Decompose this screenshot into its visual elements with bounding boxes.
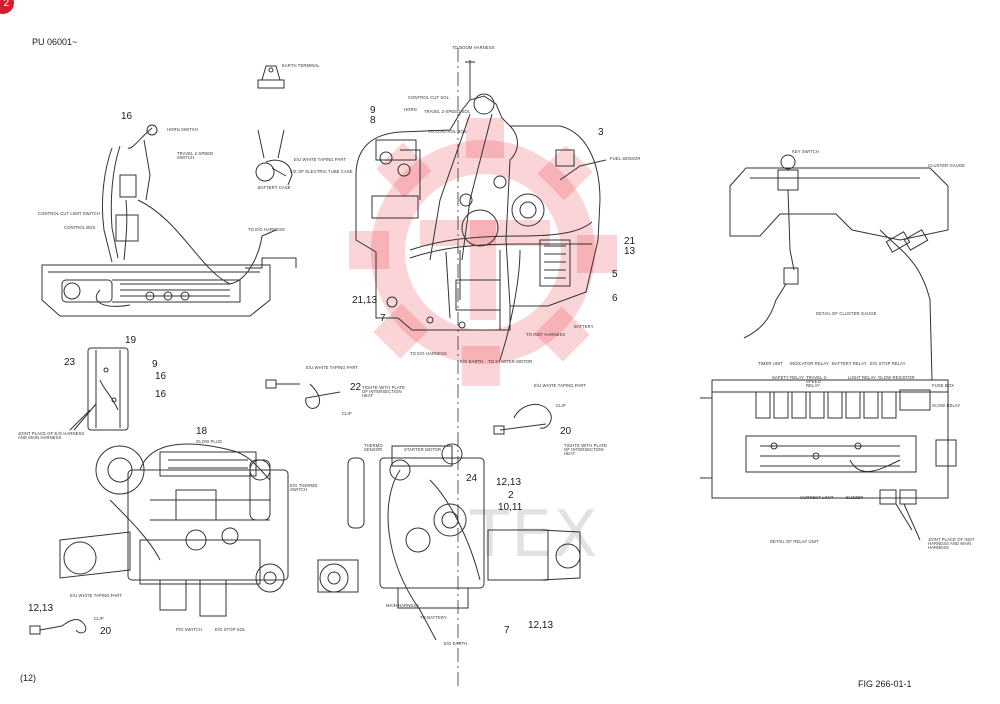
clip-label: CLIP	[342, 411, 352, 416]
battery-case-detail	[255, 129, 293, 186]
clip-detail-mid	[265, 379, 341, 409]
callout-12-13-right: 12,13	[496, 477, 522, 488]
engine-left-clip-label: CLIP	[94, 616, 104, 621]
to-control-box-label: TO CONTROL BOX	[428, 129, 467, 134]
starter-motor-label: STARTER MOTOR	[404, 447, 442, 452]
clip-right-taping-label: E/U WHITE TAPING PART	[534, 383, 587, 388]
glow-plug-label: GLOW PLUG	[196, 439, 223, 444]
callout-7: 7	[380, 313, 386, 324]
callout-22: 22	[350, 382, 362, 393]
callout-9: 9	[370, 105, 376, 116]
callout-12-13-left: 12,13	[28, 603, 54, 614]
clip-right-label: CLIP	[556, 403, 566, 408]
timer-unit-label: TIMER UNIT	[758, 361, 783, 366]
earth-terminal-label: EARTH TERMINAL	[282, 63, 320, 68]
to-boom-harness-label: TO BOOM HARNESS	[452, 45, 495, 50]
control-box-label: CONTROL BOX	[64, 225, 96, 230]
white-taping-label: E/U WHITE TAPING PART	[294, 157, 347, 162]
callout-23: 23	[64, 357, 76, 368]
travel-relay-label: TRAVEL 2-SPEED RELAY	[806, 375, 828, 389]
serial-range: PU 06001~	[32, 37, 78, 47]
horn-switch-label: HORN SWITCH	[167, 127, 199, 132]
eg-earth-right-label: E/G EARTH	[444, 641, 468, 646]
battery-relay-label: BATTERY RELAY	[832, 361, 867, 366]
eg-stop-relay-label: E/G STOP RELAY	[870, 361, 906, 366]
engine-left-taping-label: E/U WHITE TAPING PART	[70, 593, 123, 598]
callout-10-11: 10,11	[498, 502, 523, 513]
travel-switch-label: TRAVEL 2-SPEED SWITCH	[177, 151, 214, 161]
callout-9-left: 9	[152, 359, 158, 370]
detail-relay-label: DETAIL OF RELAY UNIT	[770, 539, 819, 544]
clip-detail-right	[493, 403, 552, 435]
watermark-text: TEX	[470, 498, 600, 572]
callout-20-right: 20	[560, 426, 572, 437]
earth-terminal-detail	[257, 65, 285, 89]
eg-stop-sol-label: E/G STOP SOL	[215, 627, 246, 632]
joint-place-label: JOINT PLACE OF E/G HARNESS AND MAIN HARN…	[18, 431, 85, 441]
eg-earth-label: E/G EARTH	[460, 359, 484, 364]
to-eg-harness-label: TO E/G HARNESS	[248, 227, 285, 232]
tube-case-label: FIX OF ELECTRIC TUBE CASE	[290, 169, 353, 174]
callout-12-13-bottom: 12,13	[528, 620, 554, 631]
control-cut-sol-label: CONTROL CUT SOL	[408, 95, 450, 100]
control-cut-limit-label: CONTROL CUT LIMIT SWITCH	[38, 211, 100, 216]
page-badge: 2	[0, 0, 14, 14]
callout-24: 24	[466, 473, 478, 484]
callout-16-left: 16	[155, 371, 167, 382]
fuse-box-label: FUSE BOX	[932, 383, 954, 388]
callout-20-left: 20	[100, 626, 112, 637]
thermo-sensor-label: THERMO SENSOR	[364, 443, 383, 453]
callout-6: 6	[612, 293, 618, 304]
buzzer-label: BUZZER	[846, 495, 864, 500]
figure-number: FIG 266-01-1	[858, 679, 912, 689]
callout-19: 19	[125, 335, 137, 346]
clip-tight-label: TIGHTE WITH PLATE OF INTERSECTION HEAT	[362, 385, 406, 399]
callout-21: 21	[624, 236, 636, 247]
clip-right-tight-label: TIGHTE WITH PLATE OF INTERSECTION HEAT	[564, 443, 608, 457]
indicator-relay-label: INDICATOR RELAY	[790, 361, 829, 366]
current-limit-label: CURRENT LIMIT	[800, 495, 834, 500]
callout-16-left-2: 16	[155, 389, 167, 400]
callout-16: 16	[121, 111, 133, 122]
callout-5: 5	[612, 269, 618, 280]
travel-sol-label: TRAVEL 2-SPEED SOL	[424, 109, 471, 114]
callout-2: 2	[508, 490, 514, 501]
callout-13: 13	[624, 246, 636, 257]
glow-relay-label: GLOW RELAY	[932, 403, 961, 408]
horn-label: HORN	[404, 107, 417, 112]
to-eg-harness-center-label: TO E/G HARNESS	[410, 351, 447, 356]
callout-8: 8	[370, 115, 376, 126]
main-harness-label: MAIN HARNESS	[386, 603, 420, 608]
fuel-sensor-label: FUEL SENSOR	[610, 156, 641, 161]
cluster-gauge-detail	[729, 154, 949, 381]
to-battery-label: TO BATTERY	[420, 615, 447, 620]
callout-3: 3	[598, 127, 604, 138]
safety-relay-label: SAFETY RELAY	[772, 375, 804, 380]
engine-left-view	[29, 443, 289, 635]
harness-tube-detail	[69, 347, 129, 431]
light-relay-label: LIGHT RELAY	[848, 375, 876, 380]
thermo-switch-label: E/G THERMO SWITCH	[290, 483, 318, 493]
clip-taping-label: E/U WHITE TAPING PART	[306, 365, 359, 370]
joint-inst-label: JOINT PLACE OF INST HARNESS AND MAIN HAR…	[928, 537, 975, 551]
detail-cluster-label: DETAIL OF CLUSTER GAUGE	[816, 311, 877, 316]
control-lever-assembly	[41, 124, 297, 317]
engine-right-view	[317, 443, 581, 641]
to-starter-label: TO STARTER MOTOR	[488, 359, 533, 364]
center-frame-diagram	[355, 60, 607, 361]
battery-label: BATTERY	[574, 324, 594, 329]
relay-unit-detail	[700, 379, 957, 541]
cluster-gauge-label: CLUSTER GAUGE	[928, 163, 966, 168]
battery-case-label: BATTERY CASE	[258, 185, 291, 190]
po-switch-label: P/O SWITCH	[176, 627, 202, 632]
page-number: (12)	[20, 673, 37, 683]
key-switch-label: KEY SWITCH	[792, 149, 819, 154]
callout-18: 18	[196, 426, 208, 437]
callout-21-13: 21,13	[352, 295, 378, 306]
glow-resistor-label: GLOW RESISTOR	[878, 375, 915, 380]
callout-7-bottom: 7	[504, 625, 510, 636]
to-inst-harness-label: TO INST HARNESS	[526, 332, 566, 337]
